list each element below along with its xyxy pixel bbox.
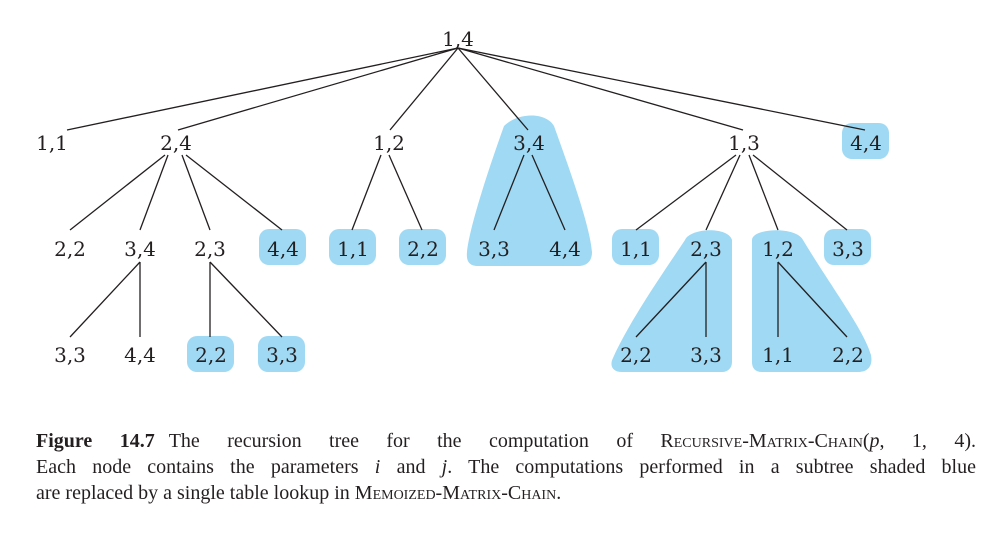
shade-2-2-level2 xyxy=(399,229,446,265)
node-4-4: 4,4 xyxy=(549,237,581,261)
node-3-3: 3,3 xyxy=(54,343,86,367)
node-1-3: 1,3 xyxy=(728,131,760,155)
figure-caption: Figure 14.7 The recursion tree for the co… xyxy=(36,428,976,506)
procedure-name-memoized: Memoized-Matrix-Chain xyxy=(354,482,557,504)
node-3-3: 3,3 xyxy=(478,237,510,261)
caption-text: are replaced by a single table lookup in xyxy=(36,482,355,504)
caption-text: ( xyxy=(862,430,870,452)
procedure-name-recursive: Recursive-Matrix-Chain xyxy=(660,430,863,452)
tree-nodes: 1,4 1,1 2,4 1,2 3,4 1,3 4,4 2,2 3,4 2,3 … xyxy=(36,27,882,367)
shade-4-4-level2 xyxy=(259,229,306,265)
caption-text: . xyxy=(556,482,562,504)
node-1-1: 1,1 xyxy=(337,237,369,261)
node-1-1: 1,1 xyxy=(762,343,794,367)
shade-3-3-level3 xyxy=(258,336,305,372)
node-2-2: 2,2 xyxy=(195,343,227,367)
caption-line-1: Figure 14.7 The recursion tree for the co… xyxy=(36,428,976,454)
node-2-2: 2,2 xyxy=(832,343,864,367)
shade-1-1-level2 xyxy=(329,229,376,265)
node-3-3: 3,3 xyxy=(266,343,298,367)
node-root: 1,4 xyxy=(442,27,474,51)
caption-text: and xyxy=(380,456,442,478)
node-3-4: 3,4 xyxy=(513,131,545,155)
param-i: i xyxy=(374,456,381,478)
tree-edges xyxy=(66,47,866,338)
node-3-3: 3,3 xyxy=(690,343,722,367)
node-3-4: 3,4 xyxy=(124,237,156,261)
node-1-1: 1,1 xyxy=(620,237,652,261)
node-3-3: 3,3 xyxy=(832,237,864,261)
shade-4-4-top xyxy=(842,123,889,159)
param-p: p xyxy=(869,430,880,452)
node-2-3: 2,3 xyxy=(690,237,722,261)
shade-3-3-right xyxy=(824,229,871,265)
shade-1-1-right xyxy=(612,229,659,265)
caption-line-2: Each node contains the parameters i and … xyxy=(36,454,976,480)
node-2-3: 2,3 xyxy=(194,237,226,261)
caption-line-3: are replaced by a single table lookup in… xyxy=(36,480,976,506)
caption-text: Each node contains the parameters xyxy=(36,456,375,478)
node-4-4: 4,4 xyxy=(850,131,882,155)
figure-label: Figure 14.7 xyxy=(36,430,155,452)
node-2-2: 2,2 xyxy=(620,343,652,367)
caption-text: . The computations performed in a subtre… xyxy=(447,456,976,478)
shaded-subtrees xyxy=(187,115,889,372)
node-2-4: 2,4 xyxy=(160,131,192,155)
recursion-tree: 1,4 1,1 2,4 1,2 3,4 1,3 4,4 2,2 3,4 2,3 … xyxy=(36,27,889,372)
caption-text: , 1, 4). xyxy=(879,430,976,452)
node-4-4: 4,4 xyxy=(267,237,299,261)
node-4-4: 4,4 xyxy=(124,343,156,367)
node-2-2: 2,2 xyxy=(407,237,439,261)
shade-2-2-level3 xyxy=(187,336,234,372)
caption-text: The recursion tree for the computation o… xyxy=(168,430,661,452)
param-j: j xyxy=(441,456,448,478)
shade-subtree-3-4 xyxy=(466,115,592,266)
node-1-2: 1,2 xyxy=(762,237,794,261)
node-2-2: 2,2 xyxy=(54,237,86,261)
node-1-1: 1,1 xyxy=(36,131,68,155)
node-1-2: 1,2 xyxy=(373,131,405,155)
